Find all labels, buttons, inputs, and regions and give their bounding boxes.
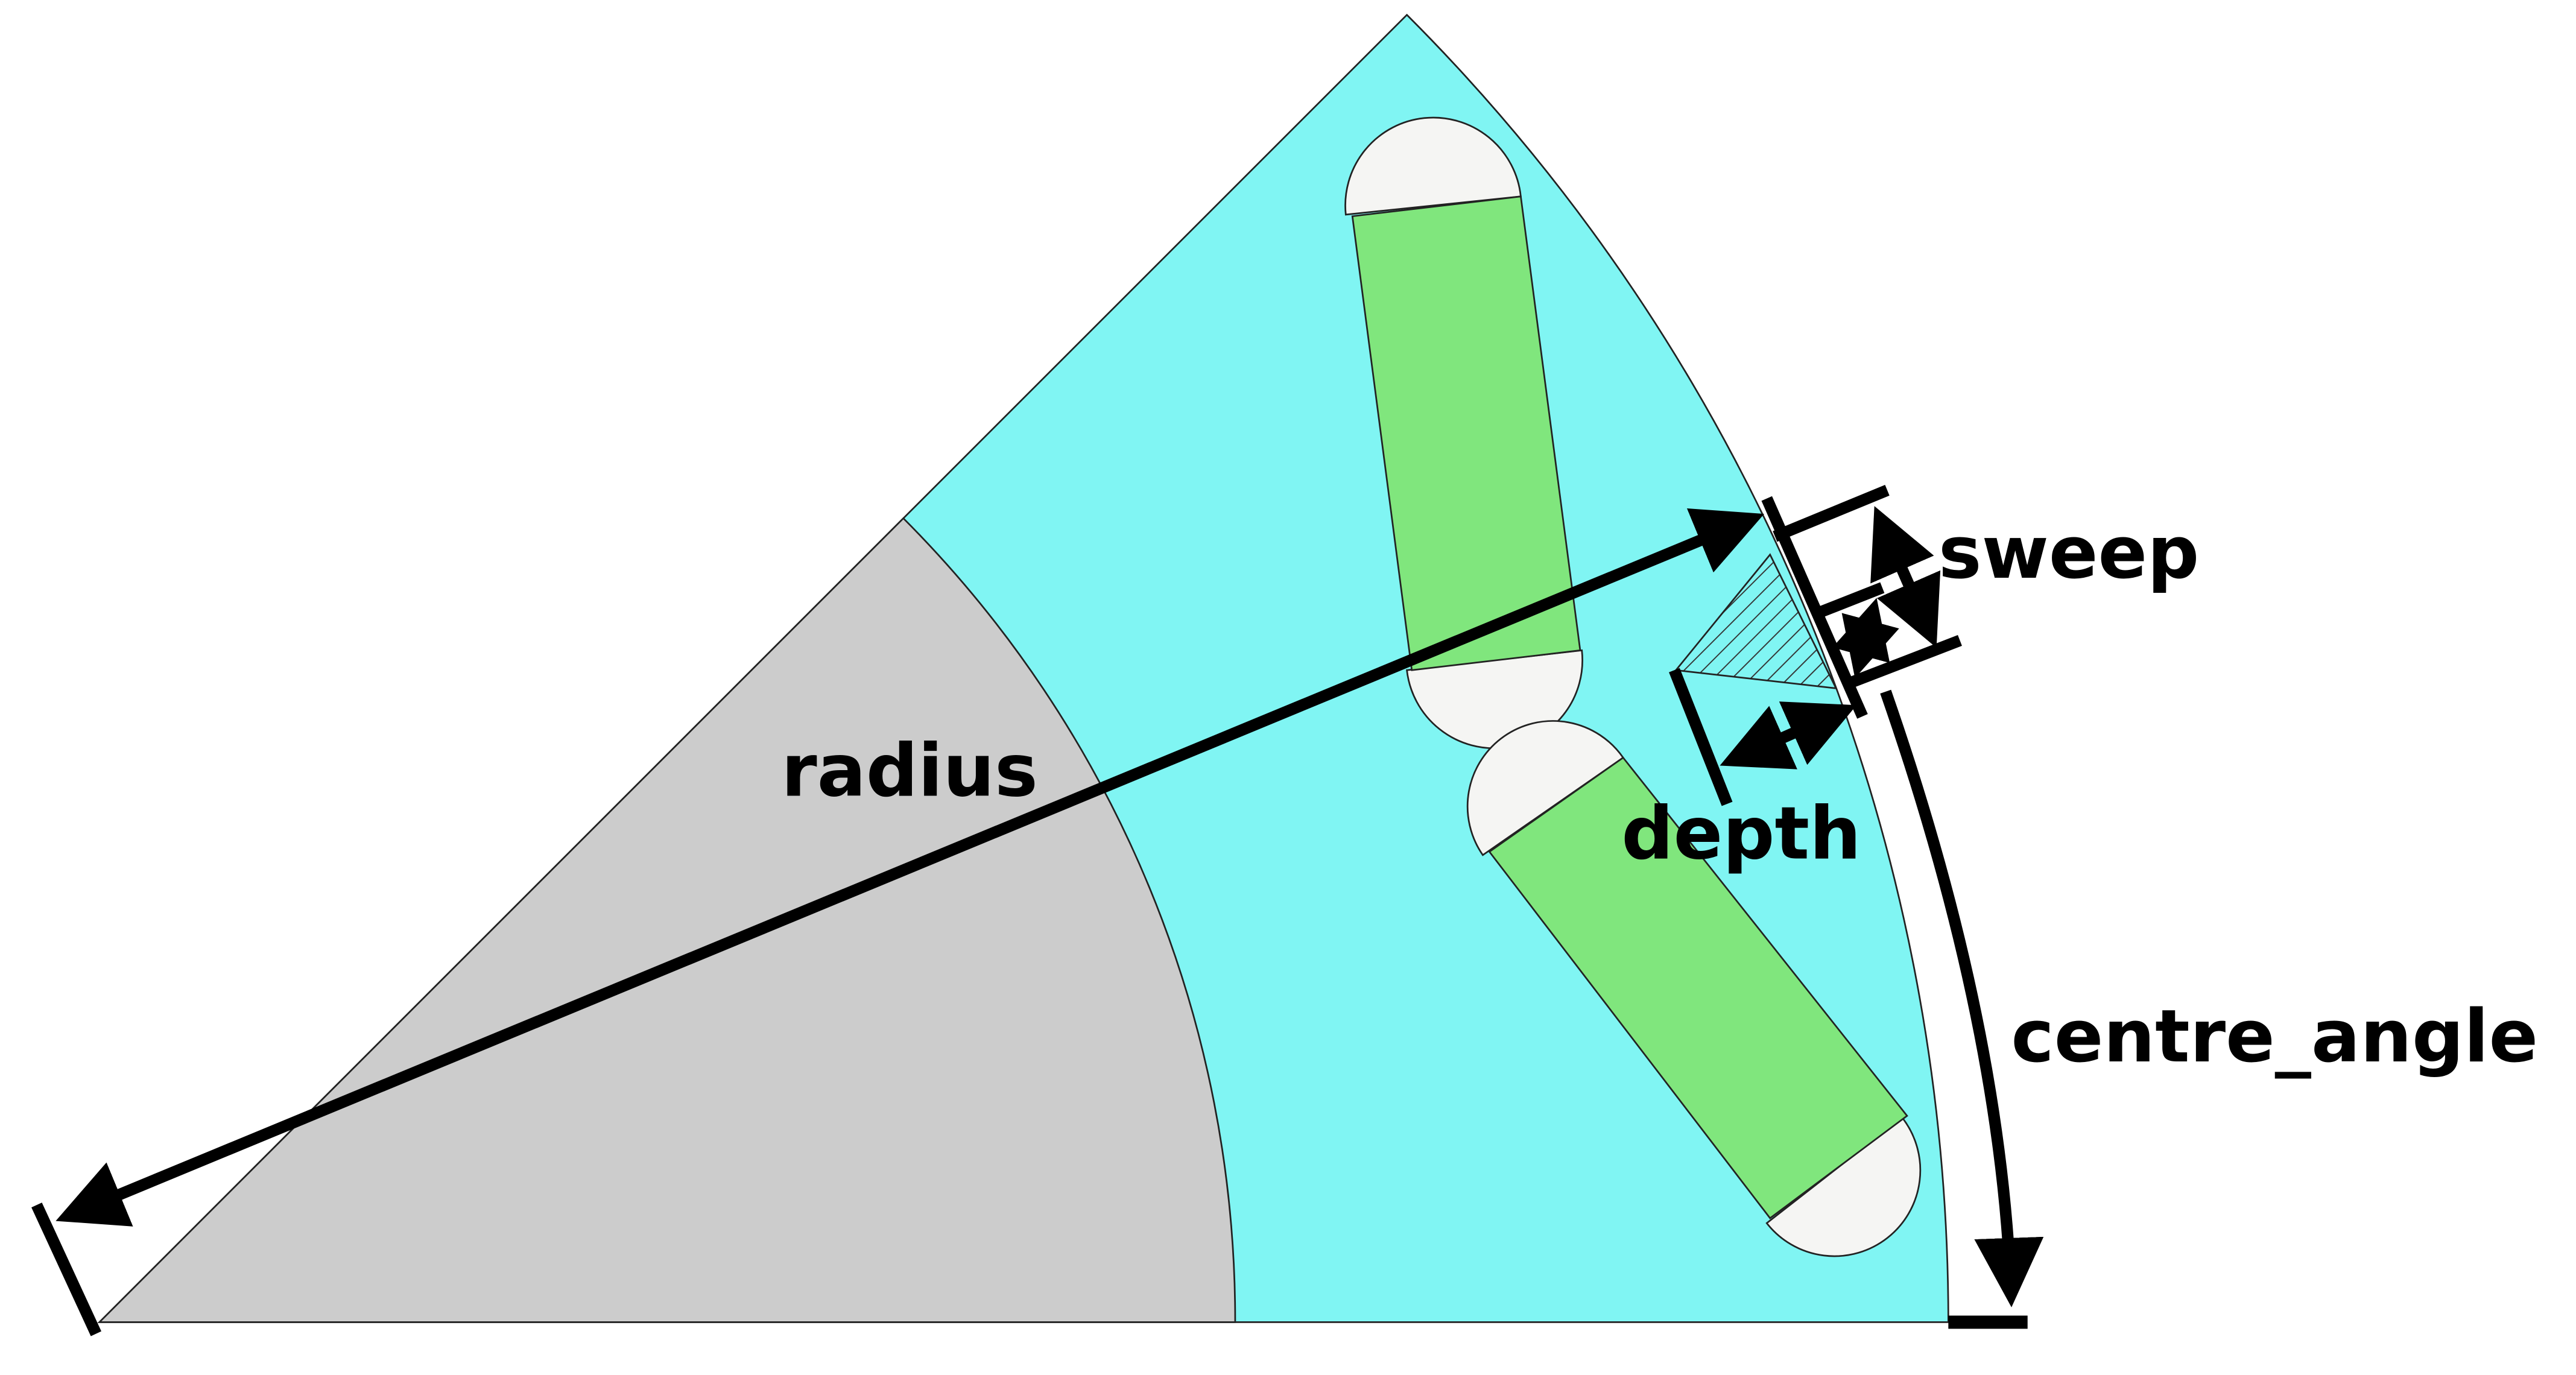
lower-slot-bottom-cap <box>1765 1116 1922 1257</box>
radius-dimension-line <box>55 508 1765 1227</box>
radius-extension-tick <box>31 1203 102 1336</box>
depth-label: depth <box>1621 791 1861 876</box>
notch-radial-edge <box>1761 496 1868 719</box>
depth-extension-tick <box>1669 668 1733 806</box>
centre-angle-arc <box>1880 689 2044 1307</box>
centre-angle-label: centre_angle <box>2011 994 2538 1079</box>
upper-slot-top-cap <box>1344 116 1522 216</box>
depth-dimension-arrow <box>1720 701 1857 770</box>
radius-label: radius <box>781 729 1038 813</box>
sweep-dimension-arrow <box>1870 506 1941 648</box>
sweep-extension-line-top <box>1773 485 1890 542</box>
sweep-label: sweep <box>1938 511 2199 595</box>
centre-angle-inner-arrow <box>1832 598 1899 678</box>
